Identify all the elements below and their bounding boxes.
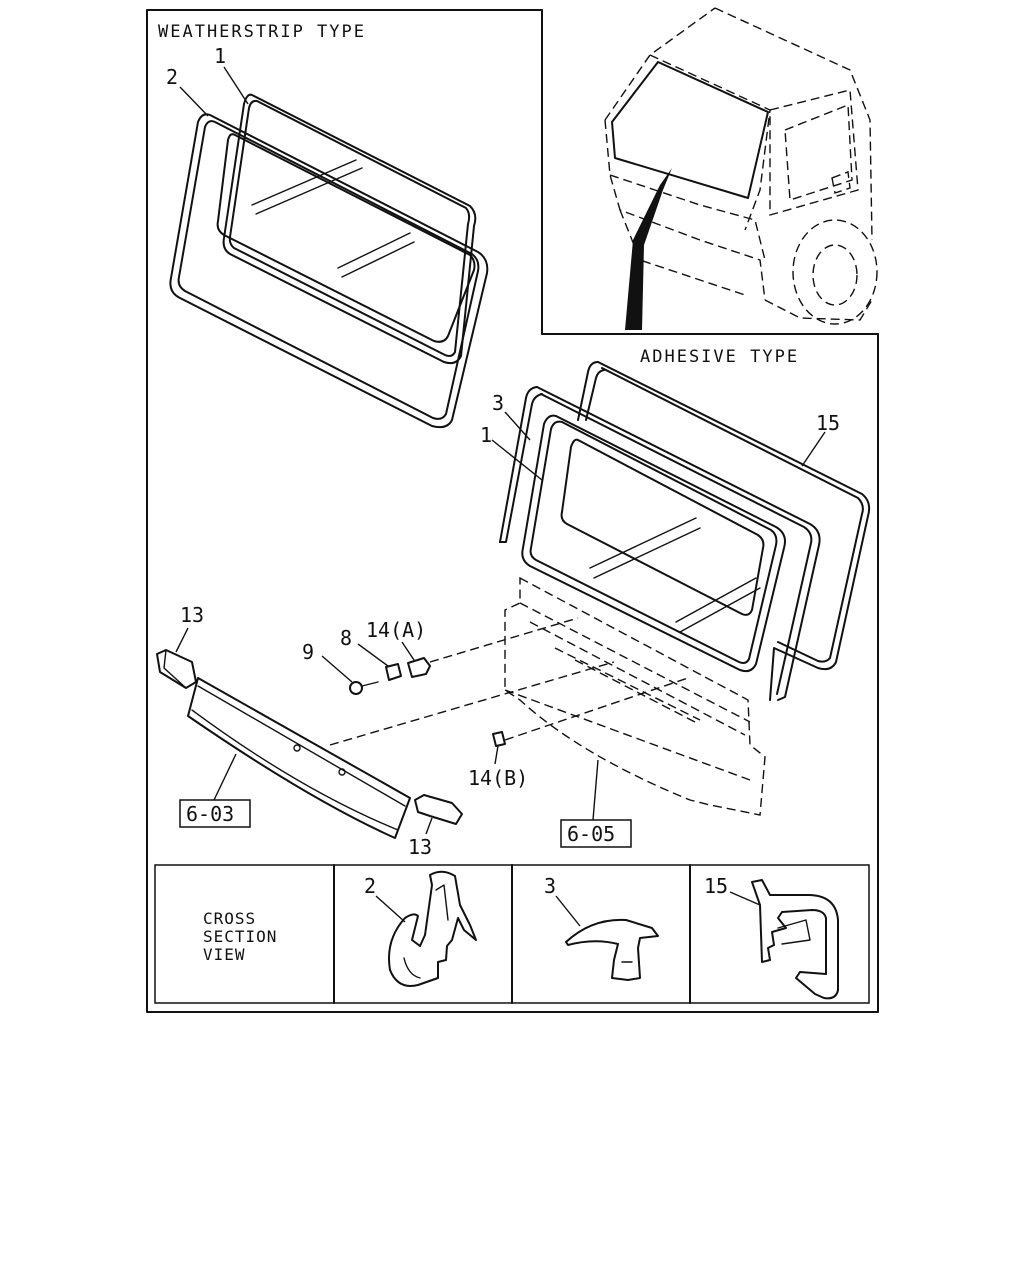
screw-9 bbox=[349, 681, 379, 695]
label-1-adhesive: 1 bbox=[480, 423, 492, 447]
leader-1-adhesive bbox=[491, 439, 543, 481]
label-2-top: 2 bbox=[166, 65, 178, 89]
section-profile-15 bbox=[751, 879, 839, 1000]
leader-14b bbox=[494, 745, 499, 765]
label-13-left: 13 bbox=[180, 603, 204, 627]
windshield-pointer bbox=[625, 168, 672, 330]
cross-section-table bbox=[154, 864, 870, 1004]
cross-section-caption-2: SECTION bbox=[203, 927, 277, 946]
adhesive-type-header: ADHESIVE TYPE bbox=[640, 347, 799, 367]
leader-section-3 bbox=[555, 895, 581, 927]
ref-box-605 bbox=[560, 819, 632, 848]
label-13-right: 13 bbox=[408, 835, 432, 859]
truck-cab-inset bbox=[604, 7, 878, 330]
leader-1-top bbox=[223, 66, 249, 105]
section-label-3: 3 bbox=[544, 874, 556, 898]
end-cap-right bbox=[414, 794, 463, 825]
section-label-15: 15 bbox=[704, 874, 728, 898]
leader-section-15 bbox=[729, 891, 761, 906]
leader-605 bbox=[592, 759, 599, 821]
label-1-top: 1 bbox=[214, 44, 226, 68]
label-9: 9 bbox=[302, 640, 314, 664]
clip-8 bbox=[385, 663, 402, 681]
garnish-603 bbox=[187, 677, 411, 839]
adhesive-glass bbox=[499, 361, 871, 701]
section-label-2: 2 bbox=[364, 874, 376, 898]
leader-14a bbox=[401, 641, 415, 661]
clip-14b bbox=[492, 731, 506, 747]
cross-section-caption-3: VIEW bbox=[203, 945, 246, 964]
clip-14a bbox=[407, 657, 431, 678]
label-3: 3 bbox=[492, 391, 504, 415]
leader-13-right bbox=[425, 817, 433, 835]
label-14a: 14(A) bbox=[366, 618, 426, 642]
ref-603: 6-03 bbox=[186, 802, 234, 826]
leader-603 bbox=[213, 753, 237, 801]
leader-section-2 bbox=[375, 895, 406, 923]
label-14b: 14(B) bbox=[468, 766, 528, 790]
leader-2-top bbox=[179, 86, 209, 117]
weatherstrip-type-header: WEATHERSTRIP TYPE bbox=[158, 22, 366, 42]
ref-box-603 bbox=[179, 799, 251, 828]
leader-9 bbox=[321, 655, 353, 683]
leader-15 bbox=[801, 431, 826, 467]
label-8: 8 bbox=[340, 626, 352, 650]
leader-13-left bbox=[175, 627, 189, 653]
end-cap-left bbox=[156, 649, 197, 689]
cross-section-caption-1: CROSS bbox=[203, 909, 256, 928]
diagram-frame bbox=[146, 9, 879, 1013]
leader-8 bbox=[357, 643, 389, 667]
weatherstrip-glass bbox=[169, 93, 489, 429]
section-profile-3 bbox=[565, 918, 659, 981]
section-profile-2 bbox=[388, 870, 477, 987]
leader-3 bbox=[504, 411, 531, 441]
label-15: 15 bbox=[816, 411, 840, 435]
cowl-panel-605 bbox=[504, 576, 766, 816]
ref-605: 6-05 bbox=[567, 822, 615, 846]
